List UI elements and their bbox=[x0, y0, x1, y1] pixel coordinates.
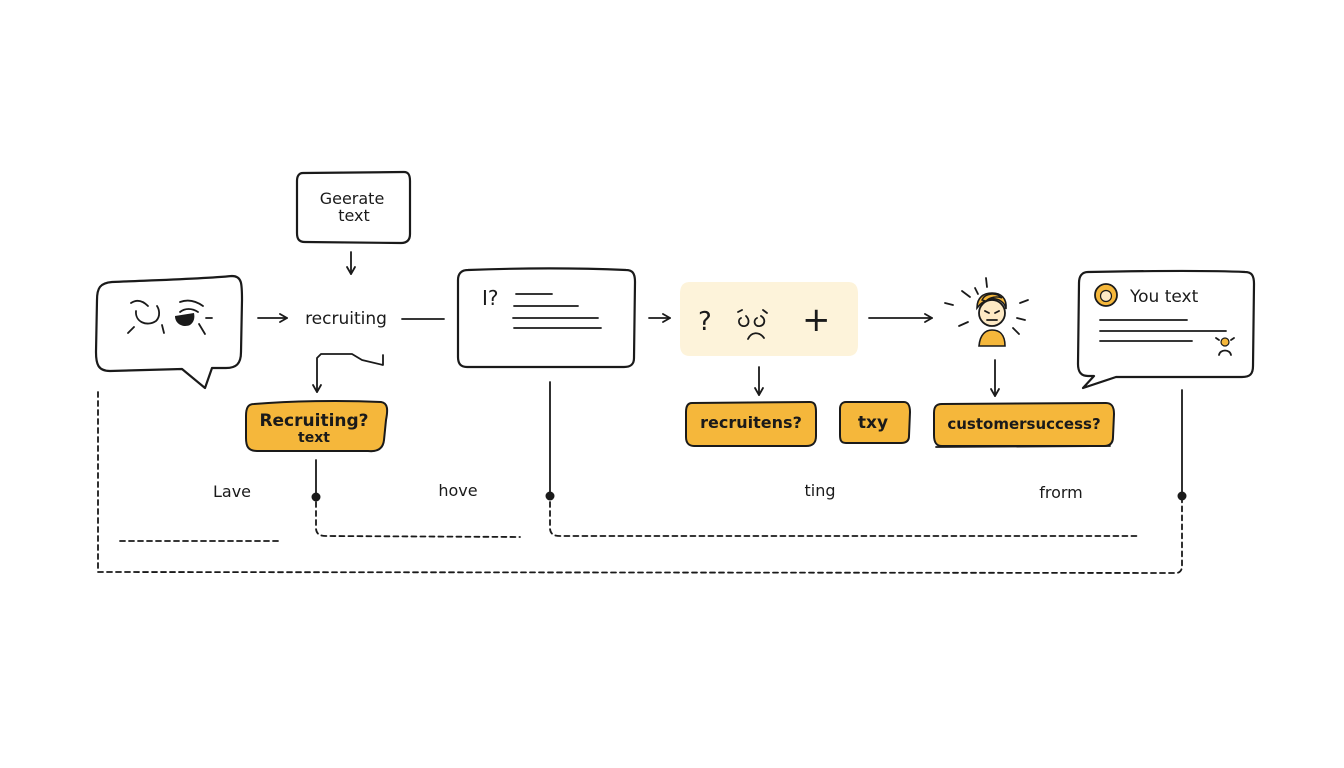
emotion-panel: ? + bbox=[680, 282, 858, 356]
generate-text-line1: Geerate bbox=[320, 189, 385, 208]
customersuccess-tag: customersuccess? bbox=[933, 401, 1116, 448]
recruiting-tag-line2: text bbox=[298, 430, 330, 446]
frown-face-icon bbox=[737, 309, 768, 340]
emotion-question-mark: ? bbox=[698, 307, 712, 337]
timeline-label-3: ting bbox=[804, 481, 835, 500]
timeline-dot-3 bbox=[1177, 491, 1187, 501]
txy-tag-text: txy bbox=[858, 413, 888, 433]
arrow-recruiting-to-tag bbox=[312, 353, 384, 393]
customersuccess-tag-text: customersuccess? bbox=[947, 415, 1100, 433]
sad-eyes-face-icon bbox=[127, 299, 213, 335]
timeline: Lave hove ting frorm bbox=[97, 381, 1187, 574]
document-mark: I? bbox=[482, 286, 499, 310]
recruitens-tag: recruitens? bbox=[685, 400, 817, 447]
timeline-label-2: hove bbox=[438, 481, 477, 500]
timeline-dot-1 bbox=[311, 492, 321, 502]
document-box: I? bbox=[456, 267, 637, 369]
generate-text-line2: text bbox=[338, 206, 370, 225]
recruitens-tag-text: recruitens? bbox=[700, 413, 802, 432]
recruiting-label: recruiting bbox=[305, 309, 387, 329]
stressed-person-icon bbox=[944, 277, 1029, 347]
txy-tag: txy bbox=[839, 401, 912, 444]
generate-text-box: Geerate text bbox=[295, 170, 412, 245]
avatar-icon bbox=[1094, 283, 1118, 307]
small-person-icon bbox=[1215, 337, 1235, 356]
recruiting-tag: Recruiting? text bbox=[245, 399, 389, 453]
timeline-label-4: frorm bbox=[1039, 483, 1083, 502]
recruiting-tag-line1: Recruiting? bbox=[259, 411, 368, 431]
emotion-plus-sign: + bbox=[802, 300, 831, 340]
timeline-label-1: Lave bbox=[213, 482, 251, 501]
you-text-bubble: You text bbox=[1076, 269, 1256, 390]
sad-eyes-bubble bbox=[94, 274, 244, 390]
timeline-dot-2 bbox=[545, 491, 555, 501]
you-text-title: You text bbox=[1129, 287, 1199, 307]
